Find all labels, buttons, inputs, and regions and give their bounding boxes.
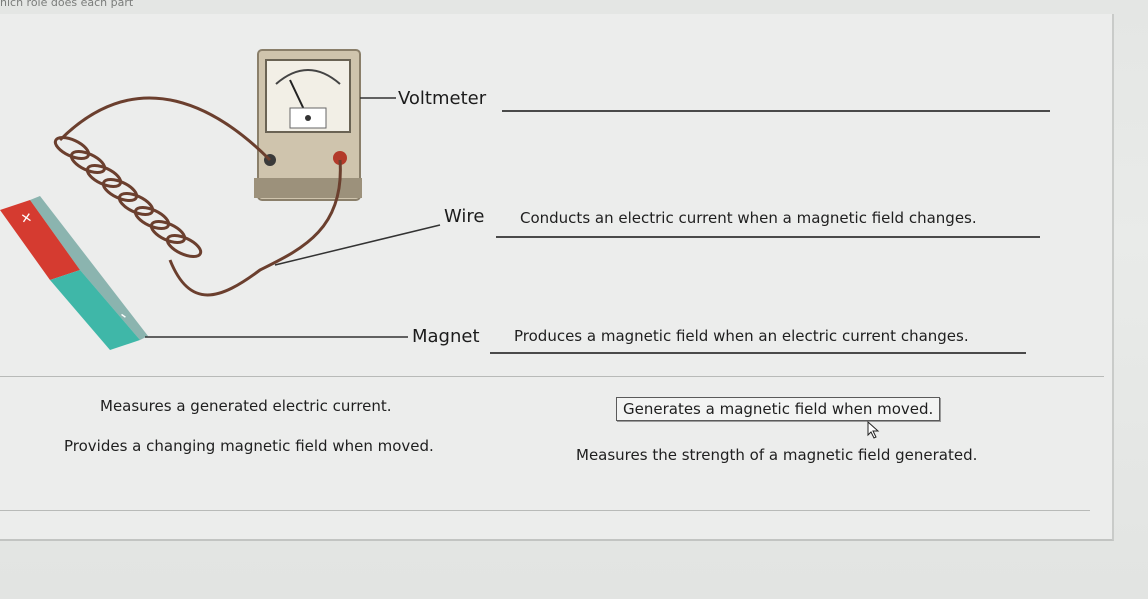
question-panel <box>0 14 1114 541</box>
wire-curve-upper <box>58 96 272 162</box>
wire-answer-text[interactable]: Conducts an electric current when a magn… <box>520 209 977 227</box>
voltmeter-answer-slot[interactable] <box>502 110 1050 112</box>
coil-illustration <box>53 135 203 259</box>
wire-curve-lower <box>168 159 342 297</box>
voltmeter-label: Voltmeter <box>398 88 487 109</box>
magnet-label: Magnet <box>412 326 480 347</box>
circuit-diagram: + - <box>0 49 441 350</box>
option-measures-current[interactable]: Measures a generated electric current. <box>100 397 392 415</box>
wire-label: Wire <box>444 206 485 227</box>
section-divider <box>0 376 1104 377</box>
option-measures-strength[interactable]: Measures the strength of a magnetic fiel… <box>576 446 978 464</box>
magnet-answer-slot[interactable] <box>490 352 1026 354</box>
bottom-divider <box>0 510 1090 511</box>
question-text: hich role does each part <box>0 0 134 9</box>
wire-leader-line <box>274 224 441 266</box>
magnet-answer-text[interactable]: Produces a magnetic field when an electr… <box>514 327 969 345</box>
wire-answer-slot[interactable] <box>496 236 1040 238</box>
magnet-illustration: + - <box>0 196 148 350</box>
voltmeter-illustration <box>254 49 362 201</box>
option-generates-field[interactable]: Generates a magnetic field when moved. <box>616 397 941 421</box>
option-provides-field[interactable]: Provides a changing magnetic field when … <box>64 437 434 455</box>
mouse-cursor-icon <box>867 421 880 439</box>
